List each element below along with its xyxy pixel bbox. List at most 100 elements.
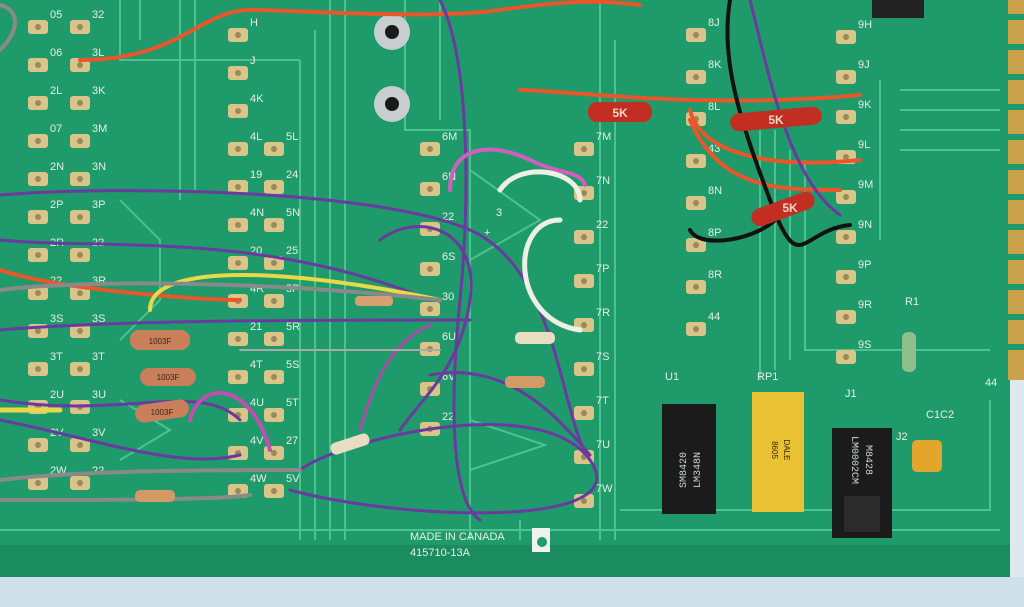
resistor-pack-rp1: 8605 DALE: [752, 392, 804, 512]
pad-label: 22: [442, 411, 454, 423]
pad-label: 9R: [858, 299, 872, 311]
pad-label: 8R: [708, 269, 722, 281]
resistor-brown-label-1: 1003F: [149, 337, 172, 346]
pad-label: 4K: [250, 93, 264, 105]
pad-hole: [77, 328, 83, 334]
pad-label: 7U: [596, 439, 610, 451]
pad-hole: [35, 62, 41, 68]
pad-hole: [35, 100, 41, 106]
pad-hole: [235, 32, 241, 38]
pad-hole: [35, 138, 41, 144]
pad-hole: [843, 354, 849, 360]
pad-label: 19: [250, 169, 262, 181]
pad-hole: [271, 488, 277, 494]
pad-hole: [77, 100, 83, 106]
resistor-brown-label-2: 1003F: [157, 373, 180, 382]
pad-hole: [235, 108, 241, 114]
pad-hole: [843, 194, 849, 200]
pad-label: 27: [286, 435, 298, 447]
pad-hole: [77, 442, 83, 448]
pad-hole: [77, 252, 83, 258]
pad-label: 5V: [286, 473, 300, 485]
pad-hole: [35, 442, 41, 448]
pad-hole: [843, 314, 849, 320]
pad-label: 4V: [250, 435, 264, 447]
pad-hole: [581, 410, 587, 416]
pad-hole: [77, 366, 83, 372]
pad-hole: [581, 278, 587, 284]
ref-j2: J2: [896, 431, 908, 443]
pad-hole: [235, 146, 241, 152]
pad-hole: [271, 336, 277, 342]
pad-label: 3M: [92, 123, 107, 135]
pad-hole: [693, 200, 699, 206]
pad-label: 9L: [858, 139, 870, 151]
pad-hole: [235, 488, 241, 494]
pad-label: 7R: [596, 307, 610, 319]
pad-hole: [581, 146, 587, 152]
pad-hole: [581, 322, 587, 328]
pad-hole: [427, 306, 433, 312]
resistor-5k-3: 5K: [751, 191, 815, 227]
pad-hole: [843, 154, 849, 160]
pad-label: 30: [442, 291, 454, 303]
bottom-background: [0, 577, 1024, 607]
pad-label: 7N: [596, 175, 610, 187]
top-header: [872, 0, 924, 18]
pad-hole: [77, 290, 83, 296]
pad-label: 9J: [858, 59, 870, 71]
ref-j1: J1: [845, 388, 857, 400]
pad-label: J: [250, 55, 256, 67]
pad-hole: [35, 328, 41, 334]
pad-label: 8P: [708, 227, 721, 239]
pad-label: 6S: [442, 251, 455, 263]
pad-label: 5T: [286, 397, 299, 409]
resistor-5k-label-1: 5K: [612, 106, 628, 120]
pad-hole: [235, 336, 241, 342]
jumper-wires: [0, 0, 862, 522]
pad-label: 06: [50, 47, 62, 59]
ref-r1: R1: [905, 296, 919, 308]
pad-hole: [77, 176, 83, 182]
pad-label: 3V: [92, 427, 106, 439]
pad-hole: [843, 34, 849, 40]
pad-hole: [235, 260, 241, 266]
pad-hole: [271, 146, 277, 152]
pad-label: 4T: [250, 359, 263, 371]
pad-hole: [693, 158, 699, 164]
pad-hole: [693, 74, 699, 80]
pad-hole: [35, 176, 41, 182]
pad-hole: [77, 480, 83, 486]
pad-label: 25: [286, 245, 298, 257]
pad-label: H: [250, 17, 258, 29]
pad-label: 2U: [50, 389, 64, 401]
pad-label: 5R: [286, 321, 300, 333]
pad-label: 9H: [858, 19, 872, 31]
pad-hole: [235, 374, 241, 380]
pad-label: 9S: [858, 339, 871, 351]
pad-label: 9P: [858, 259, 871, 271]
pad-hole: [77, 138, 83, 144]
pad-hole: [35, 480, 41, 486]
resistor-5k-label-3: 5K: [782, 201, 798, 215]
pad-label: 4L: [250, 131, 262, 143]
pad-label: 44: [708, 311, 720, 323]
board-edge: [0, 545, 1010, 577]
pad-hole: [271, 298, 277, 304]
label-3: 3: [496, 207, 502, 219]
pad-label: 7M: [596, 131, 611, 143]
pad-hole: [271, 412, 277, 418]
pad-hole: [843, 74, 849, 80]
u1-text-2: LM348N: [693, 452, 704, 488]
pad-label: 3T: [92, 351, 105, 363]
pad-label: 5N: [286, 207, 300, 219]
small-resistors: [135, 296, 916, 502]
pad-hole: [581, 498, 587, 504]
pad-hole: [271, 260, 277, 266]
edge-connector: [1008, 0, 1024, 380]
pad-hole: [581, 234, 587, 240]
pad-label: 3T: [50, 351, 63, 363]
pad-hole: [35, 290, 41, 296]
pad-label: 8N: [708, 185, 722, 197]
